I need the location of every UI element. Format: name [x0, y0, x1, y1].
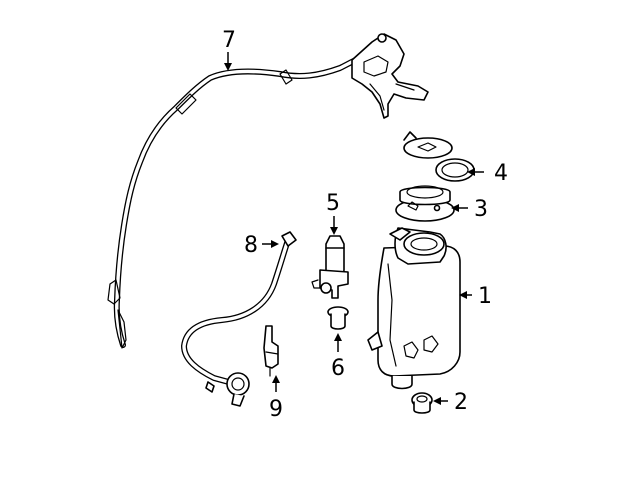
filler-neck-seal	[395, 185, 455, 222]
callout-6: 6	[331, 356, 345, 381]
callout-9: 9	[269, 397, 283, 422]
washer-hose-harness	[107, 33, 429, 349]
pump-grommet	[327, 306, 349, 330]
callout-4: 4	[494, 161, 508, 186]
washer-pump	[311, 235, 349, 299]
callout-7: 7	[222, 28, 236, 53]
reservoir-grommet	[411, 392, 433, 414]
callout-3: 3	[474, 197, 488, 222]
washer-fluid-reservoir	[367, 227, 461, 390]
washer-nozzle	[263, 325, 279, 377]
callout-5: 5	[326, 191, 340, 216]
callout-8: 8	[244, 233, 258, 258]
callout-leaders	[224, 52, 484, 405]
callout-1: 1	[478, 284, 492, 309]
washer-hose	[181, 231, 297, 407]
callout-2: 2	[454, 390, 468, 415]
washer-reservoir-cap	[403, 131, 475, 182]
